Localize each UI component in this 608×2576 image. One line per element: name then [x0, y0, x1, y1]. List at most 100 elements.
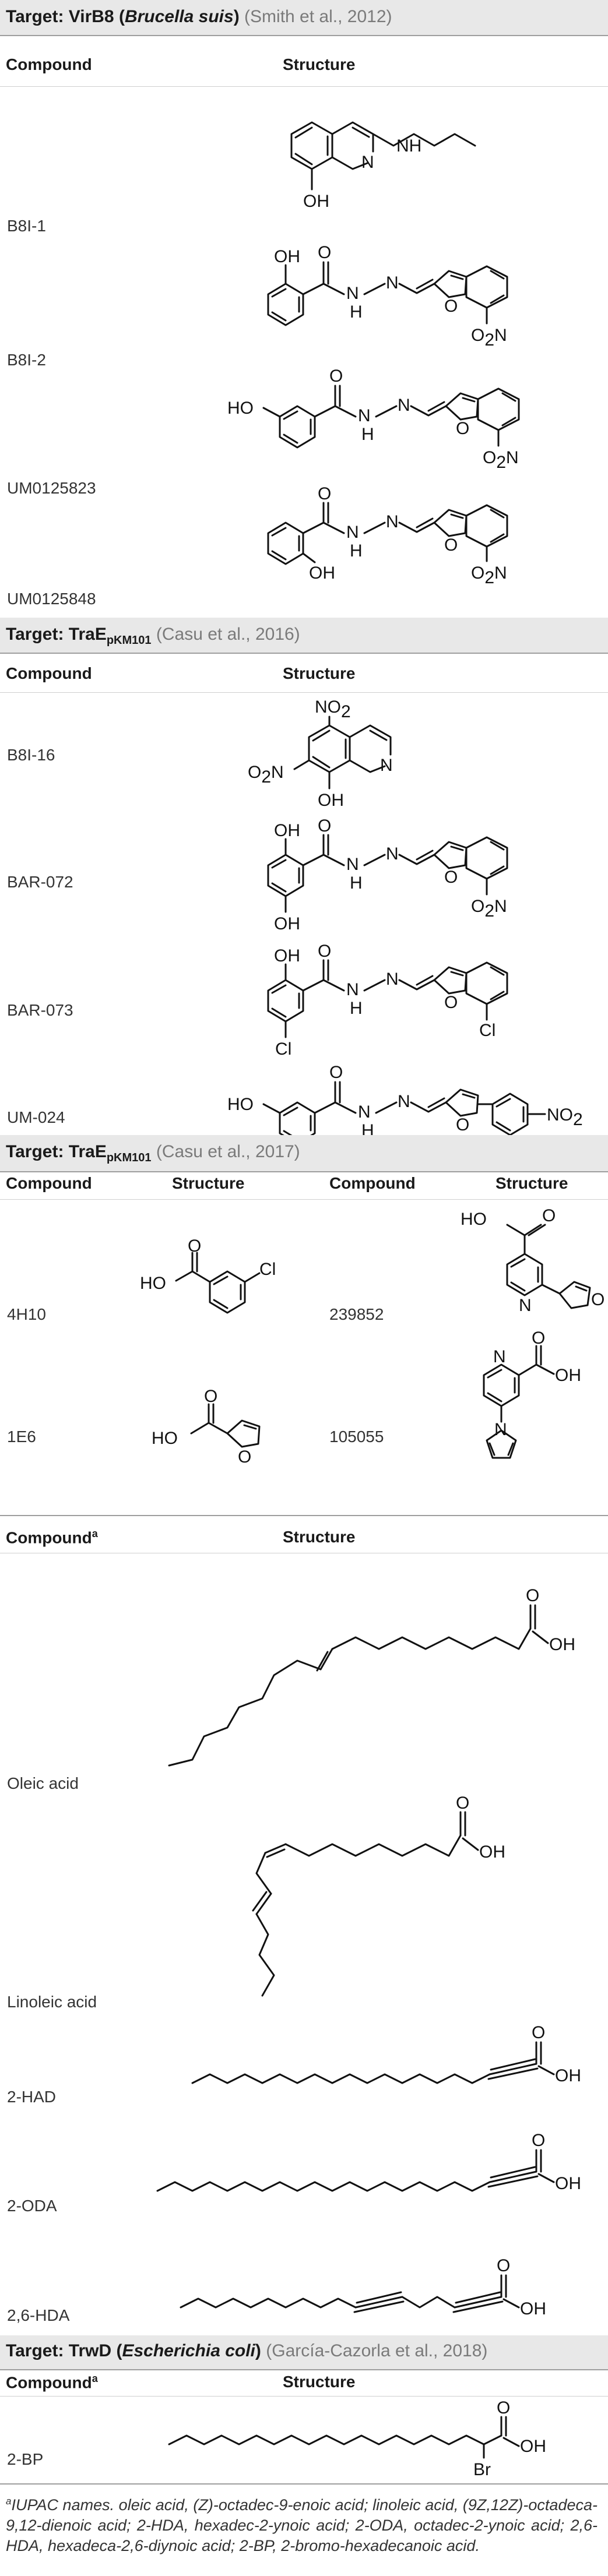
svg-text:O: O: [456, 1793, 469, 1813]
svg-text:N: N: [386, 970, 399, 989]
svg-text:O: O: [329, 367, 343, 386]
structure-1e6: O HO O: [140, 1387, 315, 1483]
svg-text:OH: OH: [274, 821, 300, 840]
compound-name: UM0125848: [7, 590, 96, 608]
atom-n: N: [361, 153, 374, 172]
svg-text:O: O: [318, 942, 331, 961]
section-2-citation: (Casu et al., 2016): [156, 625, 300, 644]
svg-text:NO2: NO2: [315, 697, 351, 721]
svg-text:O: O: [444, 535, 458, 555]
structure-4h10: O HO Cl: [134, 1236, 321, 1366]
col-structure: Structure: [283, 55, 356, 73]
compound-name: 105055: [329, 1428, 384, 1446]
svg-text:Cl: Cl: [479, 1021, 495, 1040]
svg-text:O: O: [329, 1063, 343, 1082]
svg-text:N: N: [346, 284, 359, 303]
section-3-header: [0, 1135, 608, 1171]
svg-text:H: H: [350, 541, 363, 561]
svg-text:N: N: [494, 1420, 507, 1439]
svg-text:O: O: [497, 2256, 510, 2275]
svg-text:OH: OH: [309, 563, 335, 583]
section-2-header: [0, 618, 608, 653]
svg-text:N: N: [346, 980, 359, 999]
col-structure-2: Structure: [495, 1174, 568, 1192]
svg-text:N: N: [358, 406, 371, 425]
col-compound: Compounda: [6, 2373, 98, 2392]
svg-text:O: O: [532, 2131, 545, 2150]
atom-nh: NH: [396, 136, 421, 156]
svg-text:Cl: Cl: [259, 1260, 276, 1279]
svg-text:N: N: [493, 1347, 506, 1366]
col-structure: Structure: [283, 1528, 356, 1546]
footnote: aIUPAC names. oleic acid, (Z)-octadec-9-…: [6, 2496, 598, 2554]
compound-name: B8I-2: [7, 351, 46, 369]
svg-text:H: H: [350, 999, 363, 1018]
svg-text:N: N: [398, 1092, 410, 1111]
svg-text:O: O: [204, 1387, 217, 1406]
svg-text:O: O: [188, 1236, 201, 1256]
svg-text:H: H: [361, 425, 374, 444]
structure-239852: HO O N O: [461, 1200, 608, 1355]
svg-text:HO: HO: [227, 1095, 254, 1114]
svg-text:O: O: [444, 868, 458, 887]
svg-text:N: N: [380, 756, 393, 775]
svg-text:N: N: [386, 512, 399, 531]
svg-text:O: O: [497, 2398, 510, 2418]
divider: [0, 35, 608, 36]
divider: [0, 2483, 608, 2485]
compound-name: UM0125823: [7, 479, 96, 497]
svg-text:HO: HO: [140, 1274, 166, 1293]
svg-text:O: O: [456, 419, 469, 438]
section-5-title: Target: TrwD (Escherichia coli) (García-…: [6, 2341, 488, 2360]
compound-name: 2-BP: [7, 2450, 44, 2468]
structure-105055: O OH N N: [466, 1328, 606, 1483]
structure-um0125848: O N H N O OH O2N: [251, 484, 600, 606]
col-compound: Compounda: [6, 1528, 98, 1547]
svg-text:O: O: [456, 1115, 469, 1134]
section-1-title: Target: VirB8 (Brucella suis) (Smith et …: [6, 7, 392, 26]
section-1-citation: (Smith et al., 2012): [244, 7, 392, 26]
divider: [0, 1171, 608, 1172]
svg-text:OH: OH: [555, 2066, 581, 2085]
structure-b8i-2: OH O N H N O O2N: [251, 230, 600, 350]
divider: [0, 2369, 608, 2370]
structure-b8i-1: N NH OH: [256, 87, 501, 242]
svg-text:OH: OH: [520, 2299, 546, 2318]
compound-name: 1E6: [7, 1428, 36, 1446]
compound-name: 2,6-HDA: [7, 2306, 70, 2324]
svg-text:OH: OH: [555, 2174, 581, 2193]
section-2-title: Target: TraEpKM101 (Casu et al., 2016): [6, 625, 300, 647]
structure-26-hda: O OH: [175, 2243, 600, 2339]
svg-text:O: O: [526, 1586, 539, 1605]
svg-text:H: H: [350, 873, 363, 893]
svg-text:HO: HO: [227, 399, 254, 418]
svg-text:HO: HO: [152, 1429, 178, 1448]
svg-text:O: O: [591, 1290, 605, 1309]
col-compound-2: Compound: [329, 1174, 416, 1192]
structure-linoleic-acid: O OH: [192, 1789, 600, 2013]
svg-text:OH: OH: [318, 791, 344, 810]
svg-text:HO: HO: [461, 1210, 487, 1229]
divider: [0, 653, 608, 654]
divider: [0, 1199, 608, 1200]
section-3-citation: (Casu et al., 2017): [156, 1142, 300, 1161]
svg-text:OH: OH: [479, 1842, 505, 1862]
svg-text:O: O: [318, 816, 331, 836]
svg-text:N: N: [386, 844, 399, 864]
svg-text:O2N: O2N: [248, 763, 284, 787]
structure-oleic-acid: O OH: [168, 1573, 600, 1792]
section-5-header: [0, 2335, 608, 2369]
svg-text:O: O: [532, 1328, 545, 1348]
compound-name: 2-HAD: [7, 2088, 57, 2106]
col-structure: Structure: [283, 2373, 356, 2391]
section-1-header: [0, 0, 608, 35]
svg-text:N: N: [358, 1102, 371, 1122]
svg-text:NO2: NO2: [547, 1105, 583, 1129]
svg-text:N: N: [519, 1296, 532, 1315]
svg-text:OH: OH: [549, 1635, 575, 1654]
svg-text:O2N: O2N: [471, 563, 507, 587]
svg-text:H: H: [350, 302, 363, 322]
svg-text:OH: OH: [555, 1366, 581, 1385]
atom-oh: OH: [303, 192, 329, 211]
